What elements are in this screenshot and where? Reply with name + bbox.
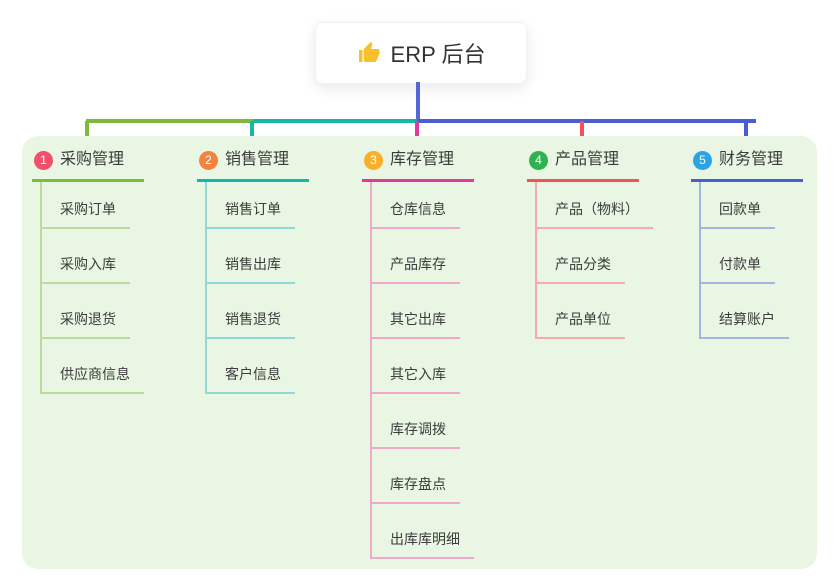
branch-items: 采购订单采购入库采购退货供应商信息 <box>40 182 192 394</box>
branch-header-5[interactable]: 5 财务管理 <box>691 148 803 182</box>
mindmap-item[interactable]: 采购订单 <box>42 182 130 229</box>
mindmap-item[interactable]: 销售退货 <box>207 284 295 339</box>
mindmap-item[interactable]: 库存盘点 <box>372 449 460 504</box>
connector-bar-segment <box>417 119 756 123</box>
mindmap-item[interactable]: 采购入库 <box>42 229 130 284</box>
root-stem-line <box>416 82 420 121</box>
branch-title: 产品管理 <box>555 151 620 168</box>
branch-items: 产品（物料）产品分类产品单位 <box>535 182 687 339</box>
connector-bar-segment <box>253 119 417 123</box>
branch-badge: 1 <box>34 150 53 170</box>
mindmap-item[interactable]: 销售出库 <box>207 229 295 284</box>
mindmap-item[interactable]: 产品分类 <box>537 229 625 284</box>
mindmap-item[interactable]: 其它出库 <box>372 284 460 339</box>
thumbs-up-icon <box>357 41 381 65</box>
branch-title: 财务管理 <box>719 151 784 168</box>
branch-items: 仓库信息产品库存其它出库其它入库库存调拨库存盘点出库库明细 <box>370 182 522 559</box>
branch-title: 销售管理 <box>225 151 290 168</box>
mindmap-item[interactable]: 其它入库 <box>372 339 460 394</box>
branch-header-2[interactable]: 2 销售管理 <box>197 148 309 182</box>
branch-badge: 5 <box>693 150 712 170</box>
connector-bar-segment <box>86 119 253 123</box>
branch-5: 5 财务管理回款单付款单结算账户 <box>691 148 839 339</box>
mindmap-item[interactable]: 回款单 <box>701 182 775 229</box>
mindmap-item[interactable]: 库存调拨 <box>372 394 460 449</box>
root-node[interactable]: ERP 后台 <box>315 22 527 84</box>
mindmap-item[interactable]: 仓库信息 <box>372 182 460 229</box>
branch-3: 3 库存管理仓库信息产品库存其它出库其它入库库存调拨库存盘点出库库明细 <box>362 148 522 559</box>
mindmap-item[interactable]: 客户信息 <box>207 339 295 394</box>
mindmap-item[interactable]: 产品（物料） <box>537 182 653 229</box>
branch-badge: 4 <box>529 150 548 170</box>
mindmap-item[interactable]: 销售订单 <box>207 182 295 229</box>
mindmap-item[interactable]: 出库库明细 <box>372 504 474 559</box>
branch-header-4[interactable]: 4 产品管理 <box>527 148 639 182</box>
branch-items: 销售订单销售出库销售退货客户信息 <box>205 182 357 394</box>
branch-title: 库存管理 <box>390 151 455 168</box>
branch-items: 回款单付款单结算账户 <box>699 182 839 339</box>
mindmap-item[interactable]: 结算账户 <box>701 284 789 339</box>
mindmap-item[interactable]: 付款单 <box>701 229 775 284</box>
mindmap-item[interactable]: 产品库存 <box>372 229 460 284</box>
root-title: ERP 后台 <box>390 42 486 67</box>
branches-panel: 1 采购管理采购订单采购入库采购退货供应商信息 2 销售管理销售订单销售出库销售退货客… <box>22 136 817 569</box>
branch-badge: 2 <box>199 150 218 170</box>
mindmap-item[interactable]: 采购退货 <box>42 284 130 339</box>
branch-header-1[interactable]: 1 采购管理 <box>32 148 144 182</box>
mindmap-item[interactable]: 产品单位 <box>537 284 625 339</box>
branch-4: 4 产品管理产品（物料）产品分类产品单位 <box>527 148 687 339</box>
branch-title: 采购管理 <box>60 151 125 168</box>
branch-badge: 3 <box>364 150 383 170</box>
branch-header-3[interactable]: 3 库存管理 <box>362 148 474 182</box>
mindmap-item[interactable]: 供应商信息 <box>42 339 144 394</box>
branch-1: 1 采购管理采购订单采购入库采购退货供应商信息 <box>32 148 192 394</box>
branch-2: 2 销售管理销售订单销售出库销售退货客户信息 <box>197 148 357 394</box>
